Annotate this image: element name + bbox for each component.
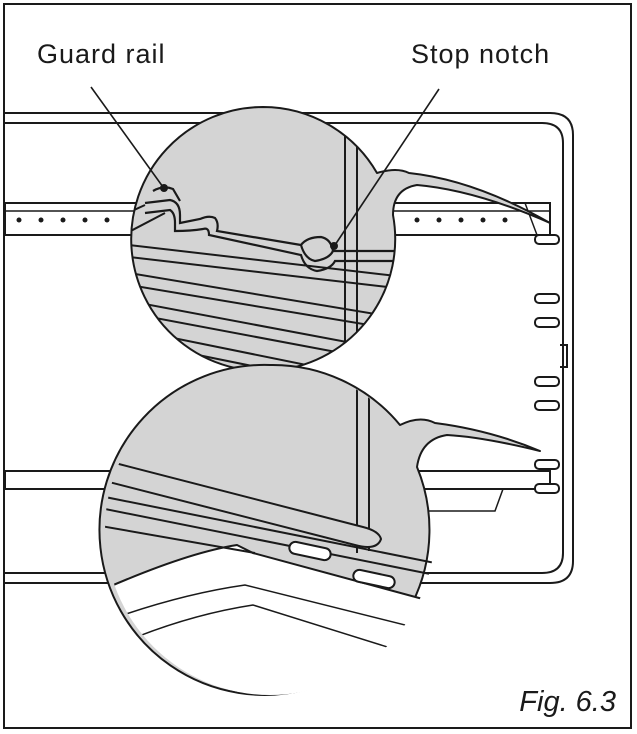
- baking-tray: [105, 545, 435, 695]
- oven-shelf-diagram: [5, 86, 574, 696]
- figure-frame: Guard rail Stop notch Fig. 6.3: [3, 3, 632, 729]
- stop-notch-marker: [330, 242, 338, 250]
- top-magnifier: [130, 106, 551, 372]
- vertical-post: [344, 107, 358, 371]
- figure-caption: Fig. 6.3: [519, 686, 616, 718]
- side-support-pins: [534, 234, 560, 494]
- stop-notch-label: Stop notch: [411, 39, 551, 69]
- guard-rail-end: [105, 461, 383, 548]
- shelf-rail-bars: [105, 494, 435, 578]
- guard-rail-marker: [160, 184, 168, 192]
- guard-rail-wire: [144, 186, 395, 273]
- leader-lines: [90, 86, 440, 246]
- bottom-magnifier: [98, 363, 541, 696]
- guard-rail-label: Guard rail: [37, 39, 166, 69]
- oven-cavity: [5, 112, 574, 584]
- slot-holes: [288, 540, 396, 590]
